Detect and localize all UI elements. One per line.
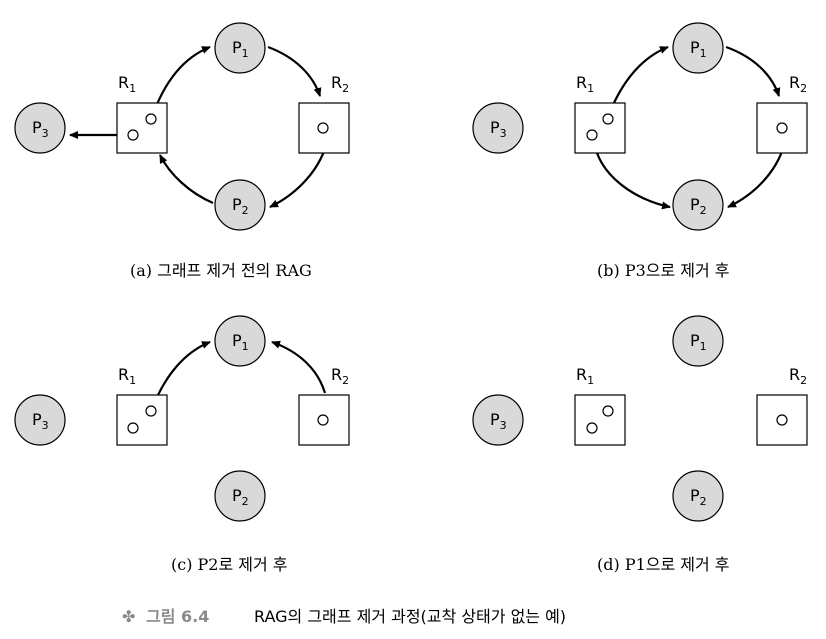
- instance-dot: [602, 405, 614, 417]
- label-r1: R1: [118, 73, 136, 95]
- label-p3: P3: [490, 410, 507, 432]
- edge-p1-r2: [725, 45, 781, 97]
- edge-p1-r2: [267, 45, 322, 97]
- resource-r1: [116, 394, 168, 446]
- process-p3: [472, 102, 524, 154]
- process-p2: [214, 179, 266, 231]
- edge-r2-p1: [271, 340, 327, 394]
- panel-d: R1 R2 P1 P2 P3 (d) P1으로 제거 후: [472, 315, 808, 574]
- label-p1: P1: [232, 38, 249, 60]
- label-p2: P2: [232, 486, 249, 508]
- label-r2: R2: [789, 365, 807, 387]
- process-p3: [14, 394, 66, 446]
- label-r2: R2: [331, 365, 349, 387]
- instance-dot: [776, 414, 788, 426]
- label-r1: R1: [118, 365, 136, 387]
- caption-b: (b) P3으로 제거 후: [597, 261, 730, 280]
- caption-a: (a) 그래프 제거 전의 RAG: [130, 261, 312, 280]
- process-p1: [214, 22, 266, 74]
- instance-dot: [776, 122, 788, 134]
- instance-dot: [127, 129, 139, 141]
- figure-number: 그림 6.4: [146, 607, 209, 626]
- instance-dot: [586, 129, 598, 141]
- process-p2: [672, 470, 724, 522]
- panel-c: R1 R2 P1 P2 P3 (c) P2로 제거 후: [14, 315, 350, 574]
- resource-r1: [116, 102, 168, 154]
- instance-dot: [145, 405, 157, 417]
- panel-a: R1 R2 P1 P2 P3 (a) 그래프 제거 전의 RAG: [14, 22, 350, 280]
- instance-dot: [602, 113, 614, 125]
- figure-caption: ✤ 그림 6.4 RAG의 그래프 제거 과정(교착 상태가 없는 예): [122, 607, 566, 626]
- label-r2: R2: [331, 73, 349, 95]
- panel-b: R1 R2 P1 P2 P3 (b) P3으로 제거 후: [472, 22, 808, 280]
- label-p3: P3: [32, 410, 49, 432]
- instance-dot: [145, 113, 157, 125]
- process-p1: [214, 315, 266, 367]
- label-r1: R1: [576, 73, 594, 95]
- process-p1: [672, 315, 724, 367]
- instance-dot: [586, 422, 598, 434]
- process-p3: [14, 102, 66, 154]
- label-p2: P2: [232, 195, 249, 217]
- process-p1: [672, 22, 724, 74]
- caption-d: (d) P1으로 제거 후: [597, 555, 730, 574]
- label-p2: P2: [690, 486, 707, 508]
- resource-r1: [574, 102, 626, 154]
- figure-title: RAG의 그래프 제거 과정(교착 상태가 없는 예): [254, 607, 566, 626]
- process-p3: [472, 394, 524, 446]
- figure-bullet-icon: ✤: [122, 607, 135, 626]
- label-r1: R1: [576, 365, 594, 387]
- label-p3: P3: [490, 118, 507, 140]
- label-p1: P1: [690, 331, 707, 353]
- instance-dot: [317, 414, 329, 426]
- label-r2: R2: [789, 73, 807, 95]
- process-p2: [214, 470, 266, 522]
- label-p3: P3: [32, 118, 49, 140]
- resource-r1: [574, 394, 626, 446]
- edge-p2-r1: [159, 154, 214, 205]
- instance-dot: [127, 422, 139, 434]
- label-p2: P2: [690, 195, 707, 217]
- process-p2: [672, 179, 724, 231]
- label-p1: P1: [690, 38, 707, 60]
- caption-c: (c) P2로 제거 후: [171, 555, 288, 574]
- instance-dot: [317, 122, 329, 134]
- label-p1: P1: [232, 331, 249, 353]
